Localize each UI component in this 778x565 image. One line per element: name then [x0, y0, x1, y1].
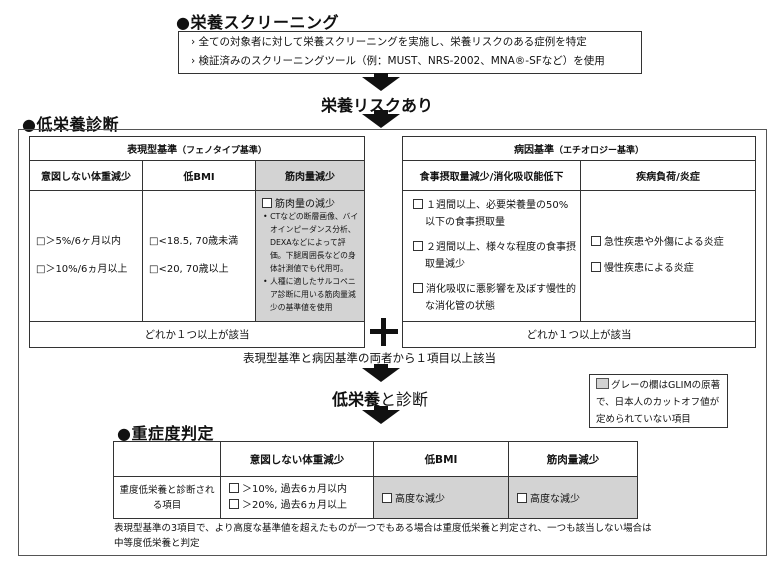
- down-arrow-icon: [362, 368, 400, 382]
- checkbox-icon: [262, 198, 272, 208]
- etiology-col-intake: 食事摂取量減少/消化吸収能低下: [402, 160, 581, 191]
- phenotype-weight-cell: □＞5%/6ヶ月以内□＞10%/6ヵ月以上: [29, 190, 143, 322]
- severity-weight-cell: ＞10%, 過去6ヵ月以内 ＞20%, 過去6ヵ月以上: [220, 476, 374, 519]
- severity-row-label: 重度低栄養と診断される項目: [113, 476, 221, 519]
- phenotype-col-weight: 意図しない体重減少: [29, 160, 143, 191]
- phenotype-col-muscle: 筋肉量減少: [255, 160, 365, 191]
- checkbox-icon: [229, 498, 239, 509]
- arrow-stem: [374, 110, 388, 114]
- diagnosis-result: 低栄養と診断: [332, 390, 429, 409]
- both-criteria-text: 表現型基準と病因基準の両者から１項目以上該当: [243, 351, 496, 365]
- etiology-table: 病因基準（エチオロジー基準） 食事摂取量減少/消化吸収能低下 疾病負荷/炎症 １…: [402, 136, 756, 348]
- diagnosis-frame: [18, 129, 767, 556]
- severity-table: 意図しない体重減少 低BMI 筋肉量減少 重度低栄養と診断される項目 ＞10%,…: [113, 441, 638, 519]
- screening-item: › 全ての対象者に対して栄養スクリーニングを実施し、栄養リスクのある症例を特定: [191, 36, 587, 48]
- etiology-col-inflammation: 疾病負荷/炎症: [580, 160, 756, 191]
- etiology-inflammation-cell: 急性疾患や外傷による炎症 慢性疾患による炎症: [580, 190, 756, 322]
- arrow-stem: [374, 364, 388, 368]
- risk-label: 栄養リスクあり: [321, 96, 434, 115]
- severity-col-muscle: 筋肉量減少: [508, 441, 638, 477]
- screening-item: › 検証済みのスクリーニングツール（例：MUST、NRS-2002、MNA®-S…: [191, 55, 605, 67]
- severity-bmi-cell: 高度な減少: [373, 476, 509, 519]
- severity-empty-cell: [113, 441, 221, 477]
- checkbox-icon: [229, 482, 239, 493]
- plus-icon: [368, 316, 400, 348]
- legend-box: グレーの欄はGLIMの原著で、日本人のカットオフ値が定められていない項目: [589, 374, 728, 428]
- screening-box: › 全ての対象者に対して栄養スクリーニングを実施し、栄養リスクのある症例を特定 …: [178, 31, 642, 74]
- down-arrow-icon: [362, 114, 400, 128]
- severity-col-weight: 意図しない体重減少: [220, 441, 374, 477]
- phenotype-table: 表現型基準（フェノタイプ基準） 意図しない体重減少 低BMI 筋肉量減少 □＞5…: [29, 136, 365, 348]
- checkbox-icon: [591, 236, 601, 246]
- checkbox-icon: [413, 283, 423, 293]
- down-arrow-icon: [362, 77, 400, 91]
- screening-title: ●栄養スクリーニング: [176, 13, 339, 32]
- phenotype-bmi-cell: □<18.5, 70歳未満□<20, 70歳以上: [142, 190, 256, 322]
- phenotype-col-bmi: 低BMI: [142, 160, 256, 191]
- gray-swatch: [596, 378, 609, 389]
- severity-muscle-cell: 高度な減少: [508, 476, 638, 519]
- phenotype-footer: どれか１つ以上が該当: [29, 321, 365, 348]
- checkbox-icon: [591, 262, 601, 272]
- checkbox-icon: [413, 199, 423, 209]
- severity-note: 表現型基準の3項目で、より高度な基準値を超えたものが一つでもある場合は重度低栄養…: [114, 523, 652, 549]
- checkbox-icon: [517, 493, 527, 503]
- arrow-stem: [374, 406, 388, 410]
- checkbox-icon: [413, 241, 423, 251]
- down-arrow-icon: [362, 410, 400, 424]
- etiology-intake-cell: １週間以上、必要栄養量の50%以下の食事摂取量 ２週間以上、様々な程度の食事摂取…: [402, 190, 581, 322]
- checkbox-icon: [382, 493, 392, 503]
- phenotype-muscle-cell: 筋肉量の減少 • CTなどの断層画像、バイオインピーダンス分析、DEXAなどによ…: [255, 190, 365, 322]
- phenotype-title: 表現型基準（フェノタイプ基準）: [29, 136, 365, 161]
- severity-title: ●重症度判定: [117, 424, 214, 443]
- severity-col-bmi: 低BMI: [373, 441, 509, 477]
- arrow-stem: [374, 73, 388, 77]
- etiology-footer: どれか１つ以上が該当: [402, 321, 756, 348]
- etiology-title: 病因基準（エチオロジー基準）: [402, 136, 756, 161]
